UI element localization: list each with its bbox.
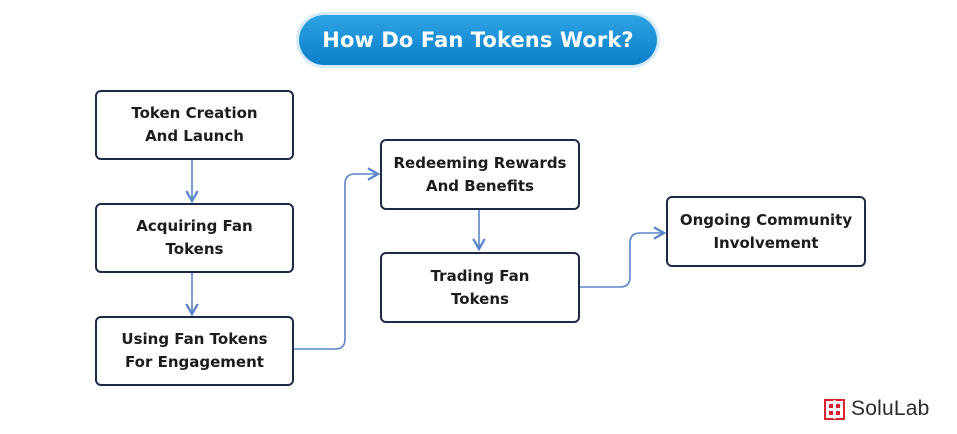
diagram-title-text: How Do Fan Tokens Work? xyxy=(322,28,634,52)
step-label: Ongoing Community Involvement xyxy=(679,210,853,252)
arrow-using-to-redeeming xyxy=(294,167,381,350)
solulab-logo-icon xyxy=(824,398,845,420)
step-label: Token Creation And Launch xyxy=(131,104,258,145)
step-label: Redeeming Rewards And Benefits xyxy=(393,153,567,195)
step-redeeming-rewards: Redeeming Rewards And Benefits xyxy=(380,139,580,210)
step-label: Acquiring Fan Tokens xyxy=(136,217,253,258)
diagram-title: How Do Fan Tokens Work? xyxy=(299,15,657,65)
step-token-creation: Token Creation And Launch xyxy=(95,90,294,160)
step-acquiring-fan-tokens: Acquiring Fan Tokens xyxy=(95,203,294,273)
arrow-trading-to-ongoing xyxy=(580,226,667,288)
step-trading-fan-tokens: Trading Fan Tokens xyxy=(380,252,580,323)
step-using-fan-tokens: Using Fan Tokens For Engagement xyxy=(95,316,294,386)
step-label: Trading Fan Tokens xyxy=(430,266,530,308)
brand-name: SoluLab xyxy=(851,397,930,420)
brand-logo: SoluLab xyxy=(824,397,929,421)
step-label: Using Fan Tokens For Engagement xyxy=(121,330,268,371)
step-ongoing-community: Ongoing Community Involvement xyxy=(666,196,866,267)
